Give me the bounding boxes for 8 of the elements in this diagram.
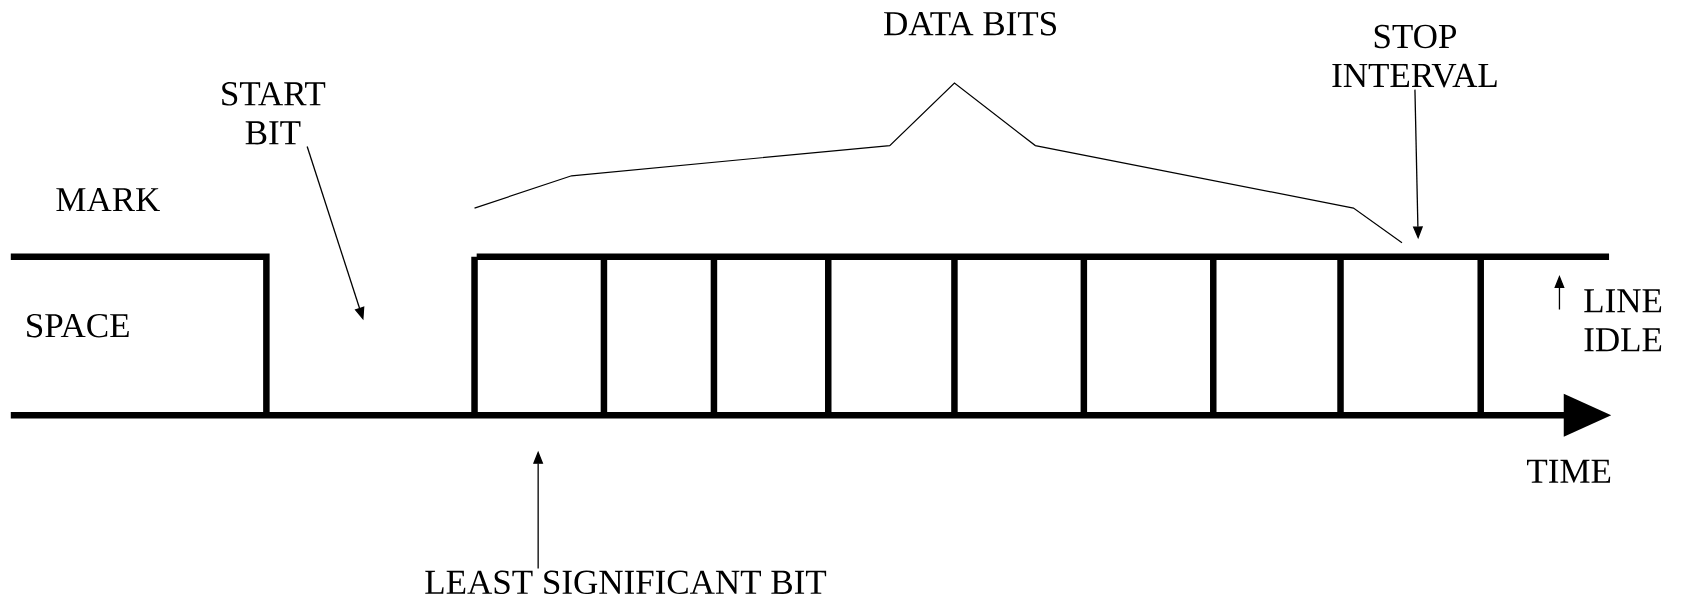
- text-label: START BIT: [222, 82, 326, 145]
- text-label: STOP INTERVAL: [1332, 24, 1497, 88]
- text-label: DATA BITS: [884, 12, 1056, 36]
- text-label: MARK: [56, 188, 160, 212]
- text-label: SPACE: [27, 314, 129, 338]
- text-label: LEAST SIGNIFICANT BIT: [425, 570, 827, 595]
- text-label: TIME: [1527, 460, 1611, 483]
- text-label: LINE IDLE: [1584, 289, 1662, 352]
